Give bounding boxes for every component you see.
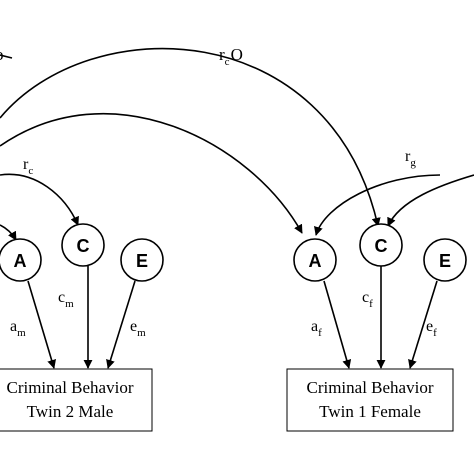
rc-left-label: rc [23, 156, 33, 177]
rco-arc-to-right-C [0, 47, 381, 227]
arc-from-left-to-right-A [0, 112, 303, 234]
left-path-e-label: em [130, 318, 146, 339]
rg-arc-to-right-A [314, 174, 441, 236]
left-path-a-label: am [10, 318, 26, 339]
right-latent-A-label: A [309, 251, 322, 271]
left-path-e [106, 280, 136, 369]
right-path-e-label: ef [426, 318, 437, 339]
left-latent-E-label: E [136, 251, 148, 271]
arrow-into-left-A [0, 224, 17, 241]
right-latent-A-node [293, 238, 337, 282]
right-latent-C-label: C [375, 236, 388, 256]
rg-arc-to-right-C [387, 174, 474, 227]
top-left-arc [0, 54, 13, 59]
left-outcome-box [0, 368, 153, 432]
right-path-a-label: af [311, 318, 322, 339]
left-latent-A-node [0, 238, 42, 282]
right-outcome-box [286, 368, 454, 432]
left-outcome-line2: Twin 2 Male [27, 402, 114, 421]
left-path-c-label: cm [58, 289, 74, 310]
top-left-fragment-label: o [0, 45, 4, 64]
right-path-e [408, 280, 438, 369]
rg-right-label: rg [405, 148, 416, 169]
left-latent-E-node [120, 238, 164, 282]
left-latent-A-label: A [14, 251, 27, 271]
right-outcome-line2: Twin 1 Female [319, 402, 421, 421]
rc-arc-left [0, 173, 79, 226]
left-path-a [27, 280, 56, 369]
right-path-a [323, 280, 352, 369]
left-latent-C-label: C [77, 236, 90, 256]
right-latent-E-label: E [439, 251, 451, 271]
left-latent-C-node [61, 223, 105, 267]
rco-label: rcO [219, 45, 243, 68]
right-path-c-label: cf [362, 289, 373, 310]
right-outcome-line1: Criminal Behavior [306, 378, 433, 397]
right-latent-E-node [423, 238, 467, 282]
left-outcome-line1: Criminal Behavior [6, 378, 133, 397]
